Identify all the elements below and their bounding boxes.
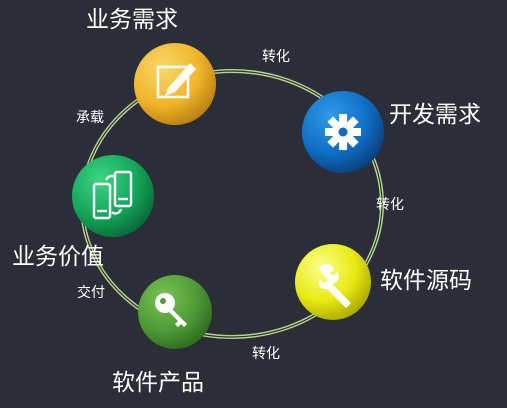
- edge-label-business-to-dev: 转化: [262, 49, 290, 65]
- devices-icon: [92, 170, 133, 220]
- node-business-requirement: [134, 43, 216, 125]
- edge-label-source-to-product: 转化: [252, 346, 280, 362]
- label-software-product: 软件产品: [112, 370, 204, 396]
- label-software-source: 软件源码: [380, 268, 472, 294]
- node-software-source: [295, 244, 371, 320]
- edit-icon: [156, 63, 196, 99]
- node-dev-requirement: [302, 91, 384, 173]
- key-icon: [155, 293, 187, 327]
- node-software-product: [138, 275, 212, 349]
- wrench-icon: [318, 263, 351, 308]
- label-business-requirement: 业务需求: [86, 7, 178, 33]
- label-business-value: 业务价值: [12, 244, 104, 270]
- edge-label-dev-to-source: 转化: [376, 197, 404, 213]
- label-dev-requirement: 开发需求: [389, 102, 481, 128]
- gear-icon: [325, 114, 361, 150]
- edge-label-product-to-value: 交付: [77, 285, 105, 301]
- edge-label-value-to-business: 承载: [76, 110, 104, 126]
- node-business-value: [72, 155, 154, 237]
